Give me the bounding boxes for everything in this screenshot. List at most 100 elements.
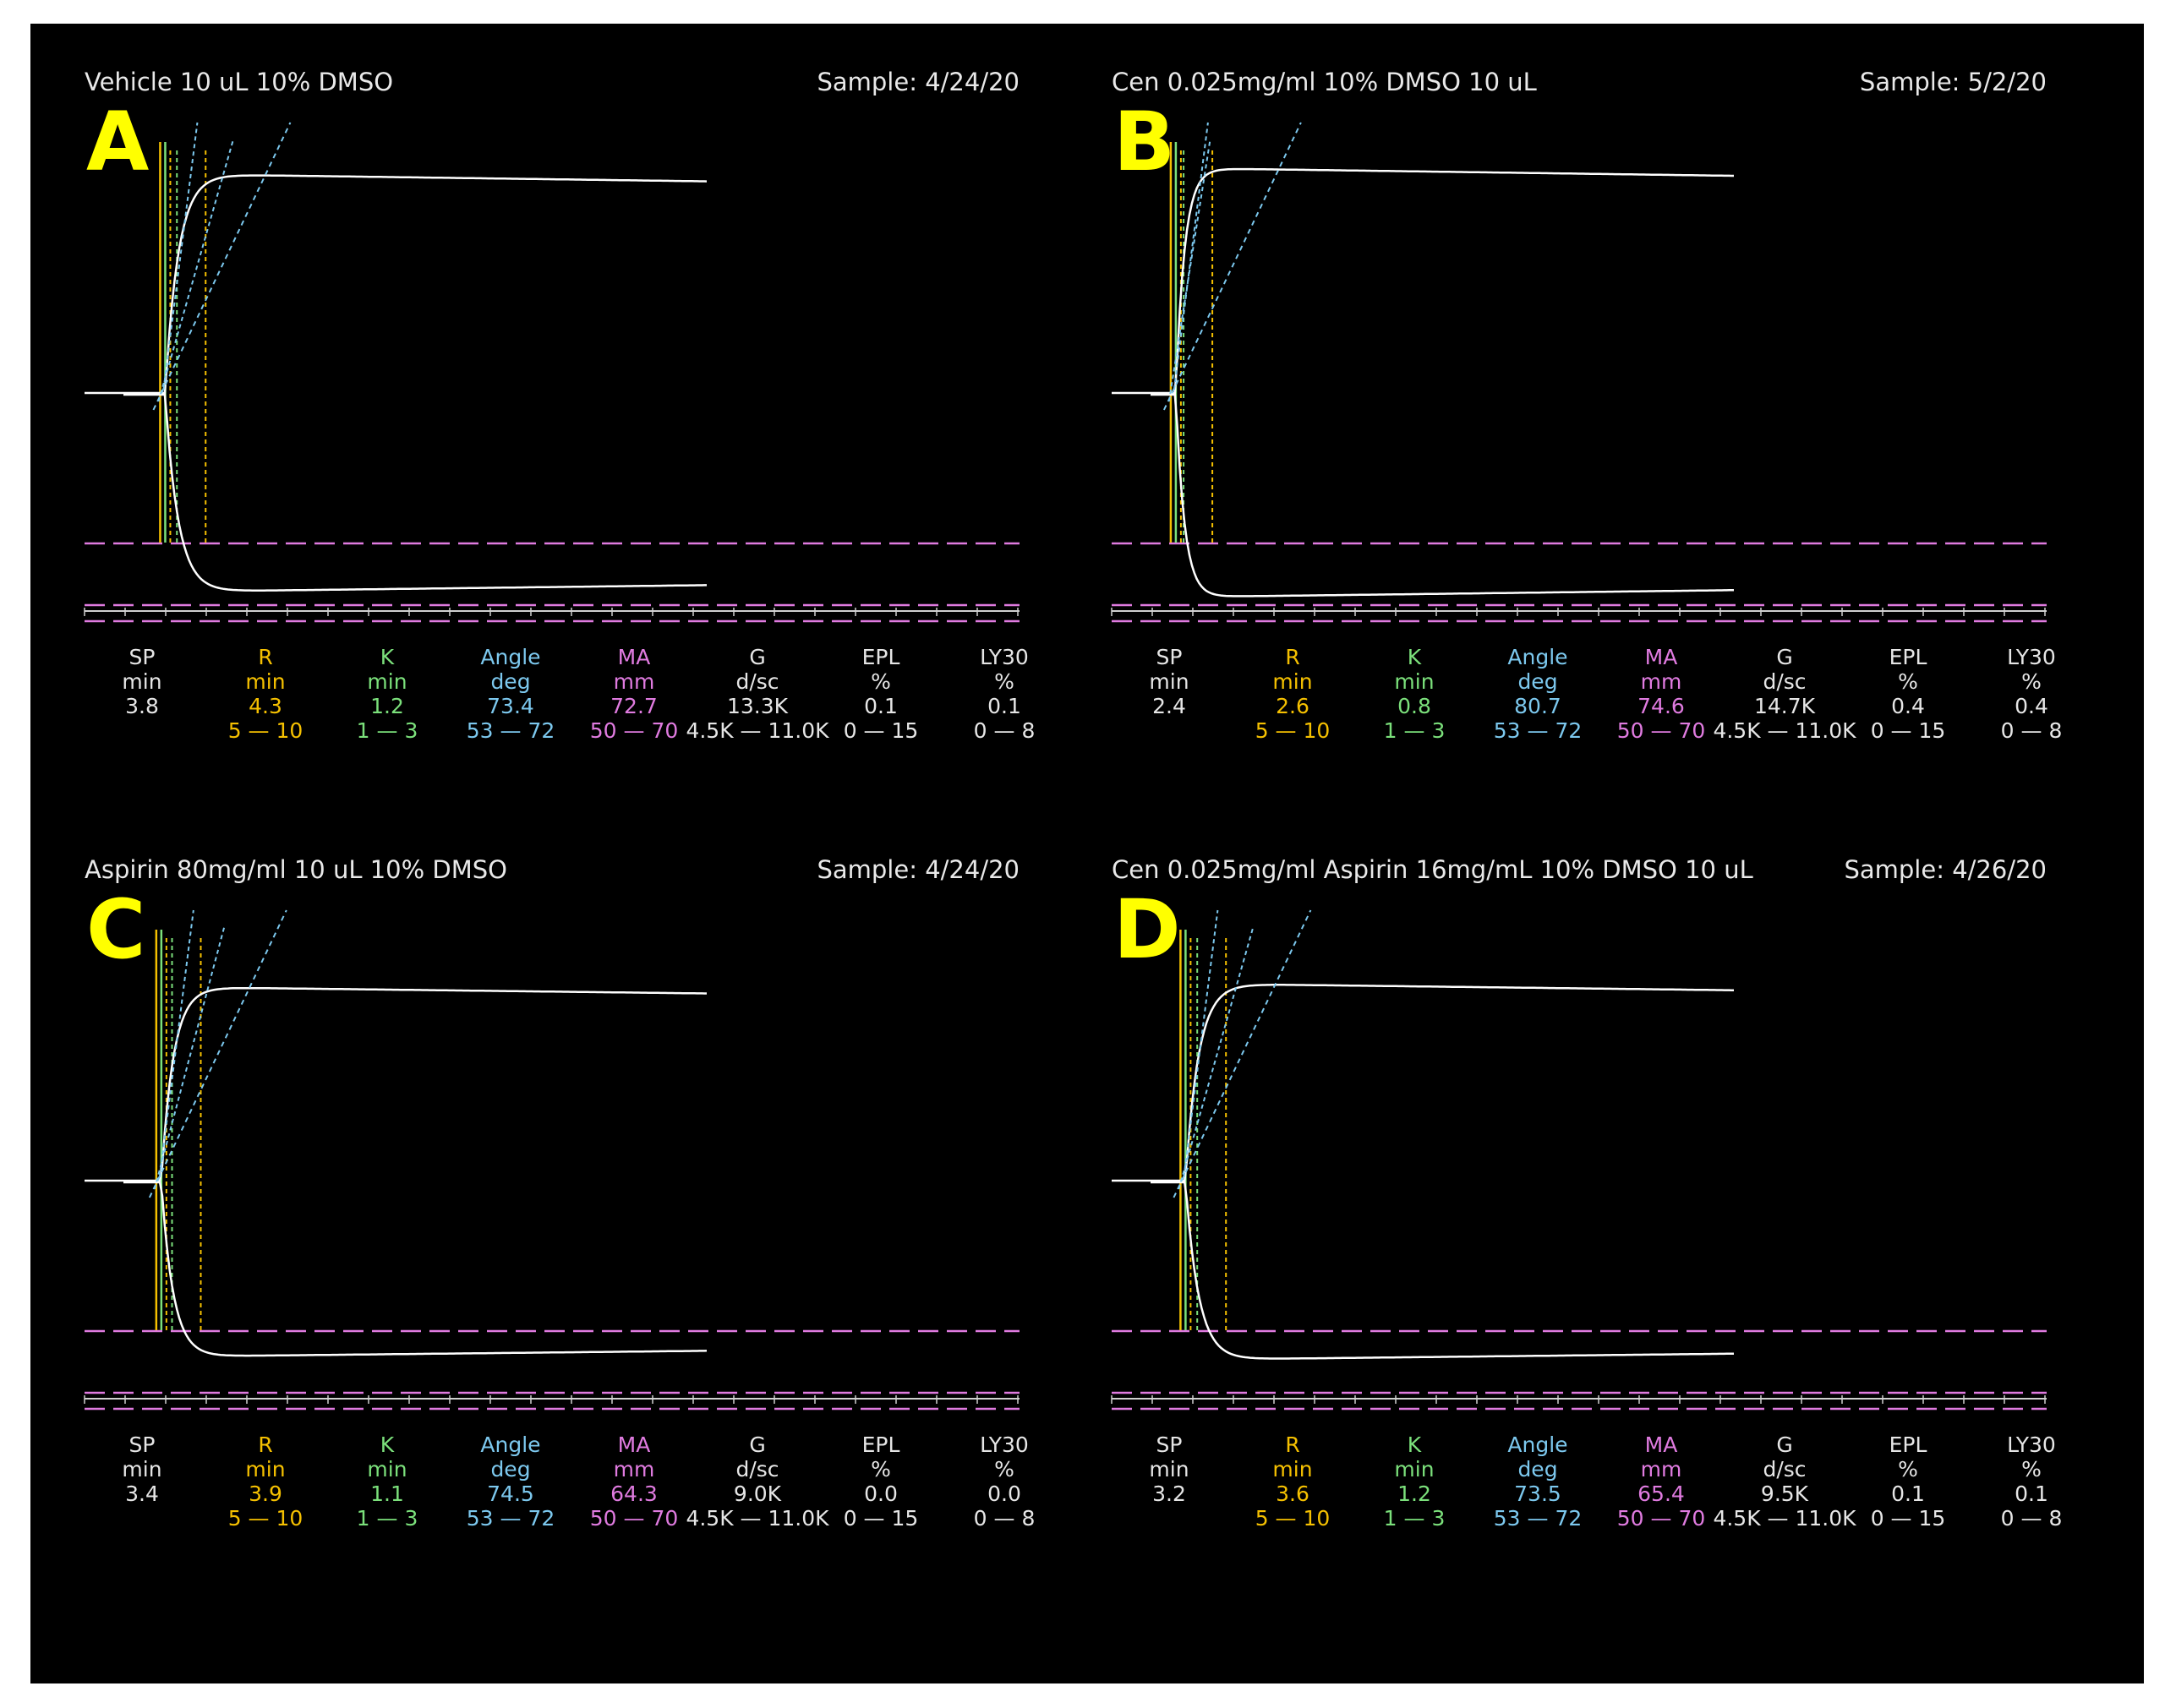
trace-lower <box>1151 1181 1734 1360</box>
param-range: 0 — 15 <box>843 718 919 743</box>
param-unit: deg <box>1517 1457 1558 1482</box>
param-unit: mm <box>1640 669 1682 694</box>
param-name: LY30 <box>2007 1432 2056 1457</box>
param-name: SP <box>1156 1432 1183 1457</box>
trace-upper <box>123 986 707 1182</box>
param-unit: % <box>994 669 1014 694</box>
param-name: Angle <box>480 645 541 669</box>
param-name: EPL <box>861 645 900 669</box>
param-name: G <box>749 645 766 669</box>
panel-title: Cen 0.025mg/ml Aspirin 16mg/mL 10% DMSO … <box>1112 855 1753 884</box>
param-value: 0.0 <box>987 1482 1021 1506</box>
param-name: EPL <box>861 1432 900 1457</box>
trace-lower <box>123 1181 708 1357</box>
panel-title: Vehicle 10 uL 10% DMSO <box>85 68 394 96</box>
param-range: 0 — 8 <box>973 718 1036 743</box>
panel-title: Aspirin 80mg/ml 10 uL 10% DMSO <box>85 855 507 884</box>
param-name: SP <box>1156 645 1183 669</box>
angle-tangent-shallow <box>148 909 287 1198</box>
param-name: R <box>258 1432 273 1457</box>
trace-upper <box>123 174 708 395</box>
param-name: R <box>1285 1432 1300 1457</box>
param-name: SP <box>128 645 156 669</box>
param-value: 2.4 <box>1152 694 1186 718</box>
param-name: EPL <box>1889 645 1927 669</box>
param-value: 64.3 <box>610 1482 658 1506</box>
param-unit: % <box>1898 669 1918 694</box>
panel-b: Cen 0.025mg/ml 10% DMSO 10 uL Sample: 5/… <box>1058 24 2085 767</box>
param-range: 53 — 72 <box>1493 718 1583 743</box>
param-name: Angle <box>1507 645 1568 669</box>
teg-plot <box>1111 122 2047 623</box>
param-value: 72.7 <box>610 694 658 718</box>
sample-date: Sample: 4/24/20 <box>817 855 1020 884</box>
param-unit: min <box>1149 1457 1189 1482</box>
teg-plot <box>1111 909 2047 1411</box>
param-value: 3.8 <box>125 694 159 718</box>
trace-upper <box>1151 167 1734 395</box>
param-range: 53 — 72 <box>1493 1506 1583 1531</box>
param-name: R <box>1285 645 1300 669</box>
sample-date: Sample: 5/2/20 <box>1859 68 2047 96</box>
param-name: R <box>258 645 273 669</box>
teg-figure: Vehicle 10 uL 10% DMSO Sample: 4/24/20 A… <box>30 24 2144 1683</box>
angle-tangent-line <box>1167 139 1211 402</box>
param-value: 3.9 <box>249 1482 282 1506</box>
param-unit: deg <box>1517 669 1558 694</box>
param-range: 1 — 3 <box>356 1506 418 1531</box>
param-value: 0.0 <box>864 1482 898 1506</box>
param-range: 1 — 3 <box>356 718 418 743</box>
param-unit: min <box>245 669 286 694</box>
param-unit: mm <box>613 1457 655 1482</box>
param-range: 50 — 70 <box>589 1506 679 1531</box>
param-name: G <box>1776 1432 1793 1457</box>
param-value: 80.7 <box>1514 694 1561 718</box>
param-unit: % <box>2021 669 2042 694</box>
panel-a: Vehicle 10 uL 10% DMSO Sample: 4/24/20 A… <box>30 24 1058 767</box>
angle-tangent-steep <box>158 909 194 1178</box>
angle-tangent-line <box>153 926 226 1190</box>
param-unit: min <box>1394 1457 1435 1482</box>
param-name: K <box>1407 645 1422 669</box>
param-name: LY30 <box>980 1432 1029 1457</box>
param-unit: % <box>871 1457 891 1482</box>
angle-tangent-line <box>1178 926 1255 1190</box>
panel-d: Cen 0.025mg/ml Aspirin 16mg/mL 10% DMSO … <box>1058 811 2085 1555</box>
angle-tangent-line <box>157 139 234 402</box>
param-unit: min <box>367 669 407 694</box>
param-range: 4.5K — 11.0K <box>686 718 829 743</box>
panel-c: Aspirin 80mg/ml 10 uL 10% DMSO Sample: 4… <box>30 811 1058 1555</box>
panel-letter: B <box>1113 95 1176 189</box>
param-unit: d/sc <box>735 669 779 694</box>
param-name: G <box>749 1432 766 1457</box>
trace-lower <box>123 393 707 592</box>
param-name: LY30 <box>980 645 1029 669</box>
param-unit: min <box>122 1457 162 1482</box>
param-unit: min <box>122 669 162 694</box>
param-range: 1 — 3 <box>1383 1506 1446 1531</box>
param-name: MA <box>617 645 651 669</box>
param-unit: min <box>1272 669 1313 694</box>
angle-tangent-shallow <box>152 122 292 411</box>
angle-tangent-steep <box>1183 909 1219 1178</box>
param-name: LY30 <box>2007 645 2056 669</box>
angle-tangent-shallow <box>1162 122 1302 411</box>
